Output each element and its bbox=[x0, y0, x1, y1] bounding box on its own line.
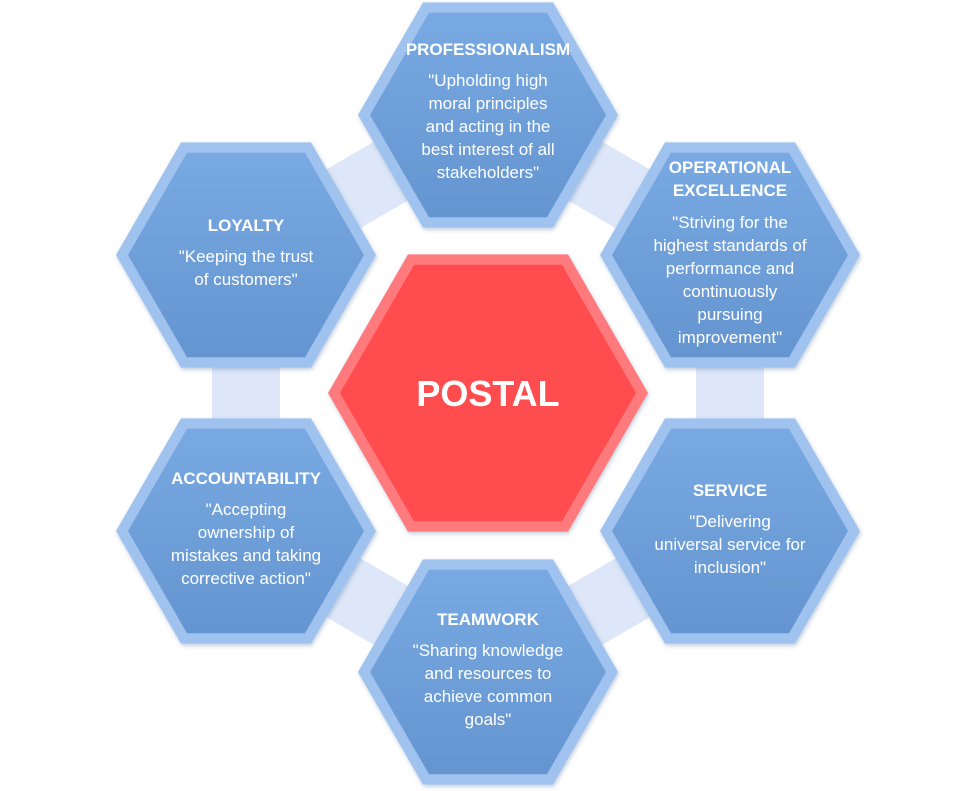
hexagon-title: TEAMWORK bbox=[437, 610, 540, 629]
center-hexagon-face bbox=[340, 264, 636, 522]
hexagon-description-line: universal service for bbox=[654, 535, 806, 554]
hexagon-description-line: "Upholding high bbox=[428, 71, 547, 90]
hexagon-description-line: of customers" bbox=[194, 270, 297, 289]
value-hexagon-professionalism: PROFESSIONALISM "Upholding high moral prin… bbox=[358, 2, 618, 228]
hexagon-description-line: achieve common bbox=[424, 687, 553, 706]
center-label: POSTAL bbox=[416, 373, 559, 414]
hexagon-face bbox=[370, 12, 606, 218]
hexagon-description-line: pursuing bbox=[697, 305, 762, 324]
hexagon-description-line: moral principles bbox=[428, 94, 547, 113]
hexagon-description-line: corrective action" bbox=[181, 569, 311, 588]
hexagon-description-line: performance and bbox=[666, 259, 795, 278]
hexagon-face bbox=[612, 152, 848, 358]
hexagon-title: ACCOUNTABILITY bbox=[171, 469, 321, 488]
hexagon-description-line: continuously bbox=[683, 282, 778, 301]
hexagon-description-line: and acting in the bbox=[426, 117, 551, 136]
hexagon-face bbox=[128, 428, 364, 634]
hexagon-description-line: inclusion" bbox=[694, 558, 766, 577]
hexagon-description-line: ownership of bbox=[198, 523, 295, 542]
hexagon-description-line: improvement" bbox=[678, 328, 782, 347]
value-hexagon-layer: PROFESSIONALISM "Upholding high moral prin… bbox=[116, 2, 860, 785]
hexagon-description-line: best interest of all bbox=[421, 140, 554, 159]
hexagon-description-line: and resources to bbox=[425, 664, 552, 683]
center-layer: POSTAL bbox=[328, 254, 648, 532]
hexagon-description-line: "Accepting bbox=[206, 500, 287, 519]
hexagon-title: PROFESSIONALISM bbox=[406, 40, 570, 59]
center-hexagon: POSTAL bbox=[328, 254, 648, 532]
value-hexagon-operational-excellence: OPERATIONAL EXCELLENCE "Striving for the hi… bbox=[600, 142, 860, 368]
hexagon-description-line: goals" bbox=[465, 710, 512, 729]
hexagon-description-line: highest standards of bbox=[653, 236, 806, 255]
value-hexagon-service: SERVICE "Delivering universal service for i… bbox=[600, 418, 860, 644]
hexagon-face bbox=[612, 428, 848, 634]
value-hexagon-accountability: ACCOUNTABILITY "Accepting ownership of mist… bbox=[116, 418, 376, 644]
hexagon-description-line: mistakes and taking bbox=[171, 546, 321, 565]
hexagon-description-line: "Sharing knowledge bbox=[413, 641, 564, 660]
hexagon-description-line: stakeholders" bbox=[437, 163, 539, 182]
hexagon-description-line: "Delivering bbox=[689, 512, 771, 531]
hexagon-title: EXCELLENCE bbox=[673, 181, 787, 200]
hexagon-title: LOYALTY bbox=[208, 216, 285, 235]
hexagon-title: SERVICE bbox=[693, 481, 767, 500]
hexagon-face bbox=[128, 152, 364, 358]
value-hexagon-teamwork: TEAMWORK "Sharing knowledge and resources … bbox=[358, 559, 618, 785]
hexagon-description-line: "Keeping the trust bbox=[179, 247, 314, 266]
hexagon-description-line: "Striving for the bbox=[672, 213, 788, 232]
hexagon-title: OPERATIONAL bbox=[669, 158, 791, 177]
value-hexagon-loyalty: LOYALTY "Keeping the trust of customers" bbox=[116, 142, 376, 368]
hexagon-face bbox=[370, 569, 606, 775]
